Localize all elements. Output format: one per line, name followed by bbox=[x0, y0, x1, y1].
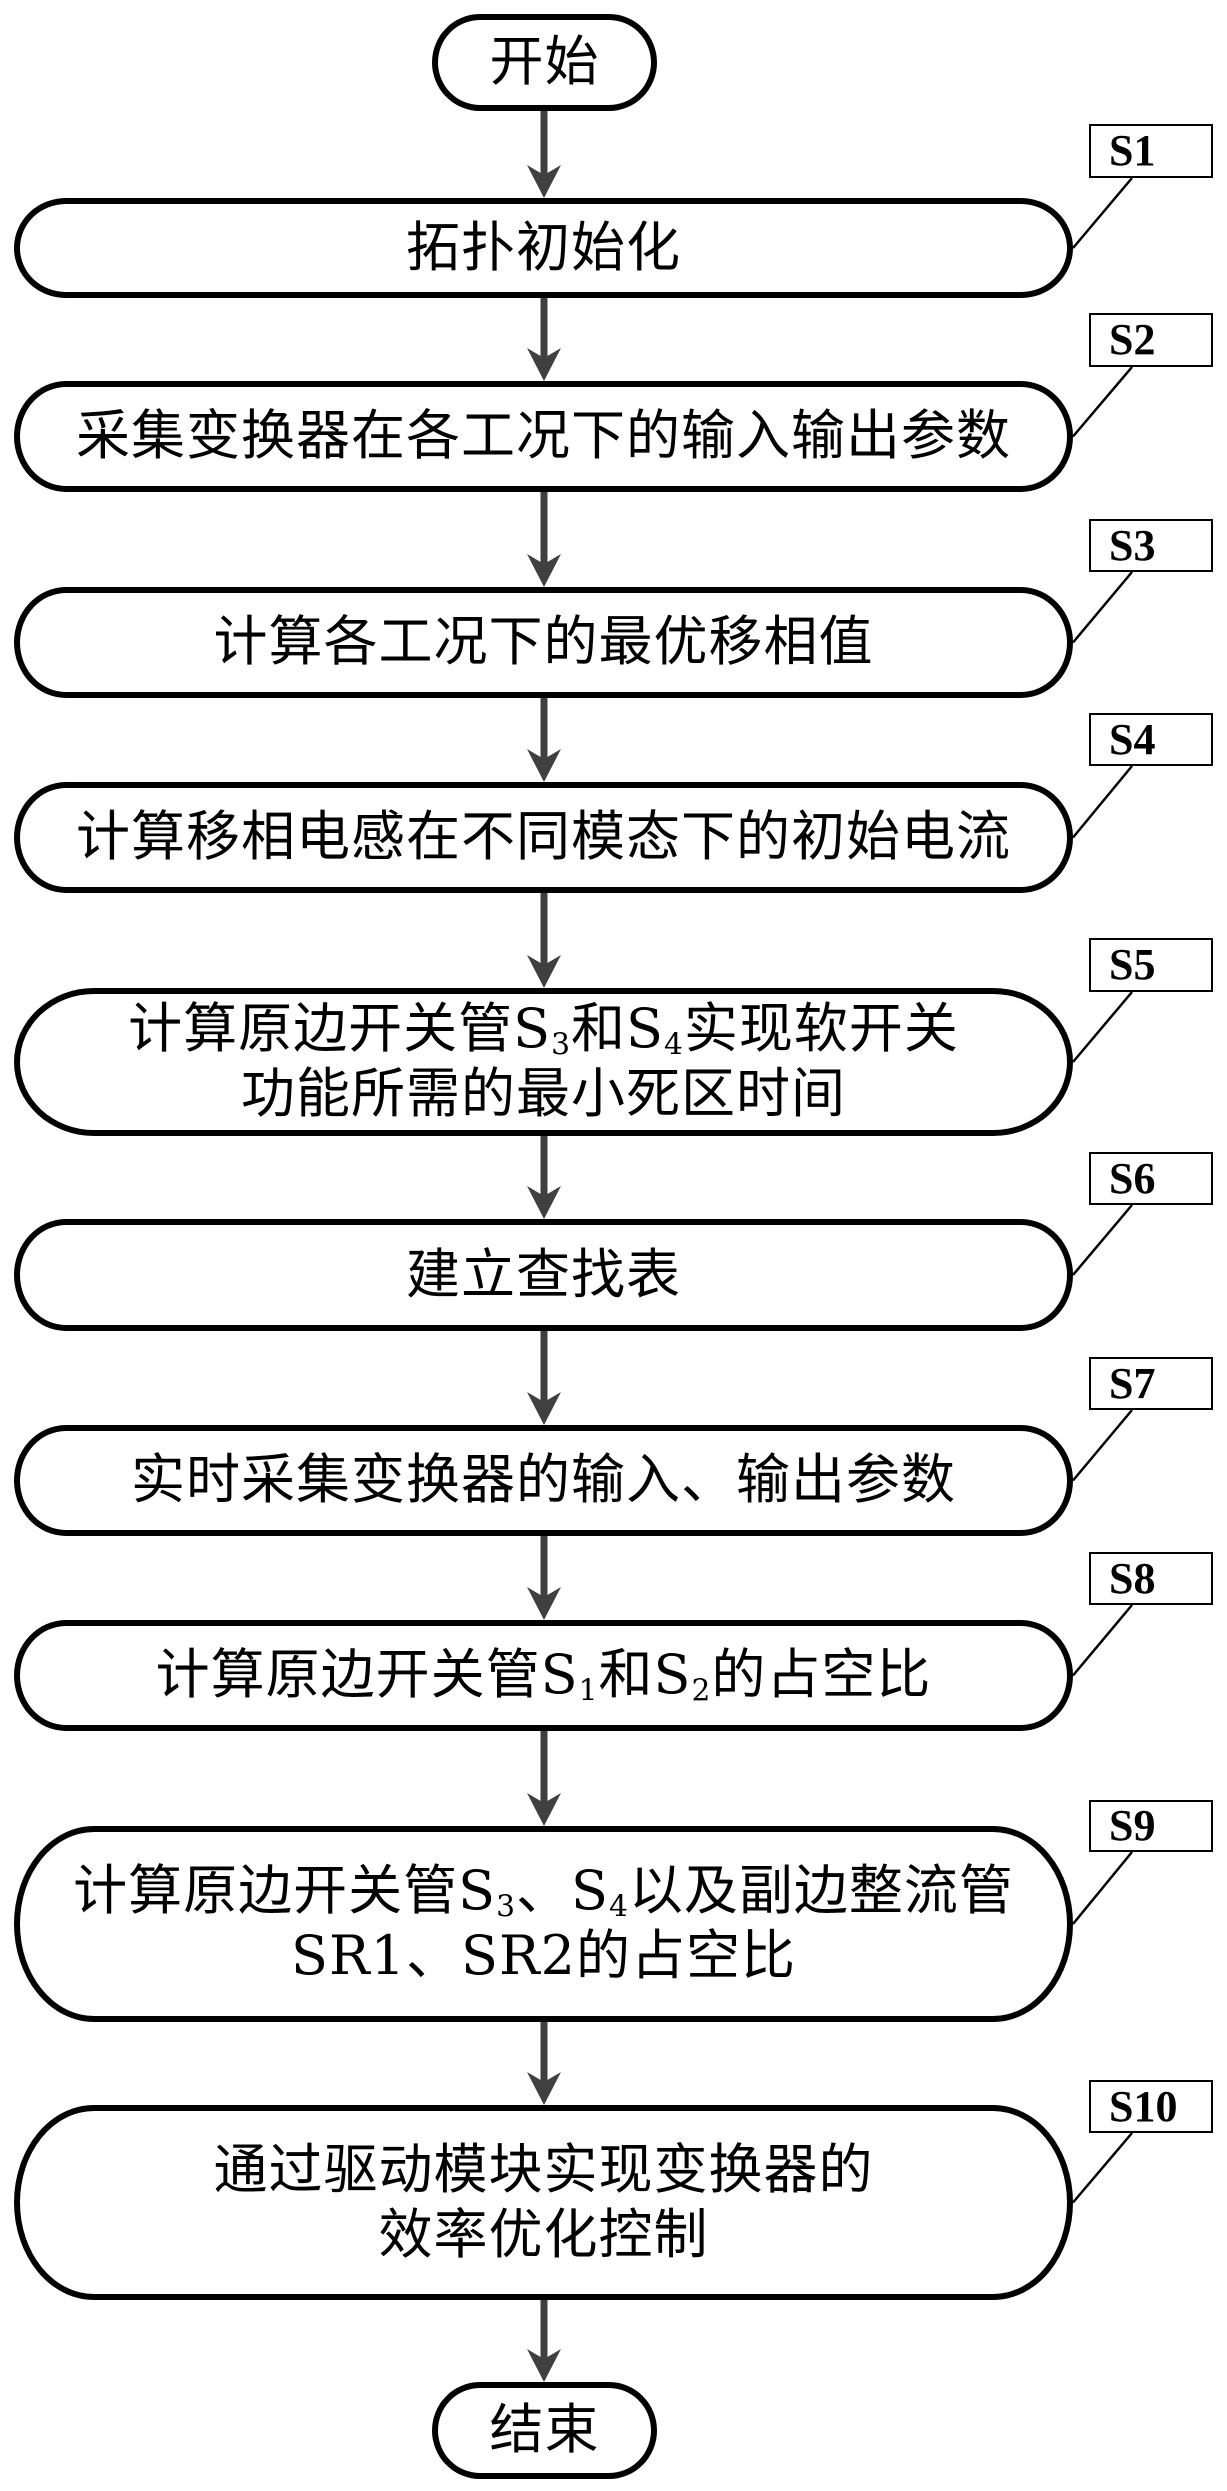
flow-arrow bbox=[527, 698, 561, 782]
subscript: 2 bbox=[691, 1673, 712, 1709]
arrowhead-icon bbox=[527, 165, 561, 198]
step-text-line: 采集变换器在各工况下的输入输出参数 bbox=[76, 404, 1011, 468]
flow-arrow bbox=[527, 2022, 561, 2105]
subscript: 3 bbox=[551, 1027, 571, 1063]
step-tag-s5: S5 bbox=[1089, 938, 1213, 992]
arrowhead-icon bbox=[527, 348, 561, 381]
step-tag-s8: S8 bbox=[1089, 1552, 1213, 1605]
step-tag-s9: S9 bbox=[1089, 1800, 1213, 1852]
step-text-line: SR1、SR2的占空比 bbox=[290, 1924, 796, 1987]
flow-arrow bbox=[527, 1331, 561, 1425]
flow-arrow bbox=[527, 1136, 561, 1219]
flow-arrow bbox=[527, 2300, 561, 2382]
step-tag-s4: S4 bbox=[1089, 713, 1213, 766]
step-tag-s7: S7 bbox=[1089, 1357, 1213, 1410]
start-terminal: 开始 bbox=[432, 14, 657, 111]
arrowhead-icon bbox=[527, 2349, 561, 2382]
tag-leader-line bbox=[1072, 1409, 1133, 1482]
process-step-s10: 通过驱动模块实现变换器的效率优化控制 bbox=[14, 2105, 1073, 2300]
step-text-line: 效率优化控制 bbox=[378, 2202, 709, 2266]
subscript: 3 bbox=[496, 1889, 516, 1925]
tag-leader-line bbox=[1072, 991, 1133, 1063]
arrowhead-icon bbox=[527, 749, 561, 782]
subscript: 4 bbox=[664, 1027, 684, 1063]
flow-arrow bbox=[527, 492, 561, 587]
arrowhead-icon bbox=[527, 955, 561, 988]
step-tag-s10: S10 bbox=[1089, 2080, 1213, 2133]
step-tag-s6: S6 bbox=[1089, 1152, 1213, 1205]
step-text-line: 建立查找表 bbox=[406, 1242, 681, 1306]
step-text: 计算移相电感在不同模态下的初始电流 bbox=[76, 805, 1011, 870]
tag-leader-line bbox=[1072, 177, 1133, 249]
tag-leader-line bbox=[1072, 1204, 1133, 1276]
subscript: 4 bbox=[609, 1889, 629, 1925]
arrowhead-icon bbox=[527, 1392, 561, 1425]
step-text-line: 通过驱动模块实现变换器的 bbox=[213, 2137, 874, 2201]
process-step-s4: 计算移相电感在不同模态下的初始电流 bbox=[14, 782, 1073, 893]
step-text-line: 实时采集变换器的输入、输出参数 bbox=[131, 1448, 956, 1512]
step-text-line: 计算原边开关管S3、S4以及副边整流管 bbox=[73, 1859, 1014, 1925]
step-text: 拓扑初始化 bbox=[406, 216, 681, 281]
step-text: 计算原边开关管S3和S4实现软开关功能所需的最小死区时间 bbox=[128, 997, 959, 1127]
tag-leader-line bbox=[1072, 2132, 1133, 2204]
step-text: 计算原边开关管S1和S2的占空比 bbox=[156, 1643, 932, 1708]
arrowhead-icon bbox=[527, 1587, 561, 1620]
step-text: 计算各工况下的最优移相值 bbox=[214, 610, 874, 675]
step-text: 采集变换器在各工况下的输入输出参数 bbox=[76, 404, 1011, 469]
tag-leader-line bbox=[1072, 1851, 1133, 1925]
process-step-s5: 计算原边开关管S3和S4实现软开关功能所需的最小死区时间 bbox=[14, 988, 1073, 1136]
step-tag-s3: S3 bbox=[1089, 519, 1213, 572]
flow-arrow bbox=[527, 893, 561, 988]
process-step-s2: 采集变换器在各工况下的输入输出参数 bbox=[14, 381, 1073, 492]
step-text-line: 计算原边开关管S3和S4实现软开关 bbox=[128, 997, 959, 1063]
step-text-line: 拓扑初始化 bbox=[406, 215, 681, 279]
step-text: 实时采集变换器的输入、输出参数 bbox=[131, 1448, 956, 1513]
end-terminal: 结束 bbox=[432, 2382, 657, 2479]
flow-arrow bbox=[527, 111, 561, 198]
process-step-s7: 实时采集变换器的输入、输出参数 bbox=[14, 1425, 1073, 1536]
flow-arrow bbox=[527, 1731, 561, 1826]
flow-arrow bbox=[527, 298, 561, 381]
step-text-line: 计算各工况下的最优移相值 bbox=[213, 610, 874, 674]
process-step-s1: 拓扑初始化 bbox=[14, 198, 1073, 298]
arrowhead-icon bbox=[527, 1793, 561, 1826]
end-label: 结束 bbox=[489, 2398, 600, 2462]
process-step-s6: 建立查找表 bbox=[14, 1219, 1073, 1331]
start-label: 开始 bbox=[489, 30, 600, 94]
tag-leader-line bbox=[1072, 571, 1133, 644]
step-text: 建立查找表 bbox=[406, 1243, 681, 1308]
step-text-line: 计算移相电感在不同模态下的初始电流 bbox=[76, 805, 1011, 869]
tag-leader-line bbox=[1072, 366, 1133, 438]
step-text-line: 功能所需的最小死区时间 bbox=[241, 1062, 846, 1125]
arrowhead-icon bbox=[527, 1186, 561, 1219]
step-text: 通过驱动模块实现变换器的效率优化控制 bbox=[214, 2138, 874, 2268]
subscript: 1 bbox=[578, 1673, 599, 1709]
step-text-line: 计算原边开关管S1和S2的占空比 bbox=[155, 1643, 932, 1709]
tag-leader-line bbox=[1072, 765, 1133, 839]
process-step-s8: 计算原边开关管S1和S2的占空比 bbox=[14, 1620, 1073, 1731]
process-step-s3: 计算各工况下的最优移相值 bbox=[14, 587, 1073, 698]
arrowhead-icon bbox=[527, 2072, 561, 2105]
flow-arrow bbox=[527, 1536, 561, 1620]
tag-leader-line bbox=[1072, 1604, 1133, 1677]
arrowhead-icon bbox=[527, 554, 561, 587]
step-tag-s1: S1 bbox=[1089, 124, 1213, 178]
step-tag-s2: S2 bbox=[1089, 313, 1213, 367]
